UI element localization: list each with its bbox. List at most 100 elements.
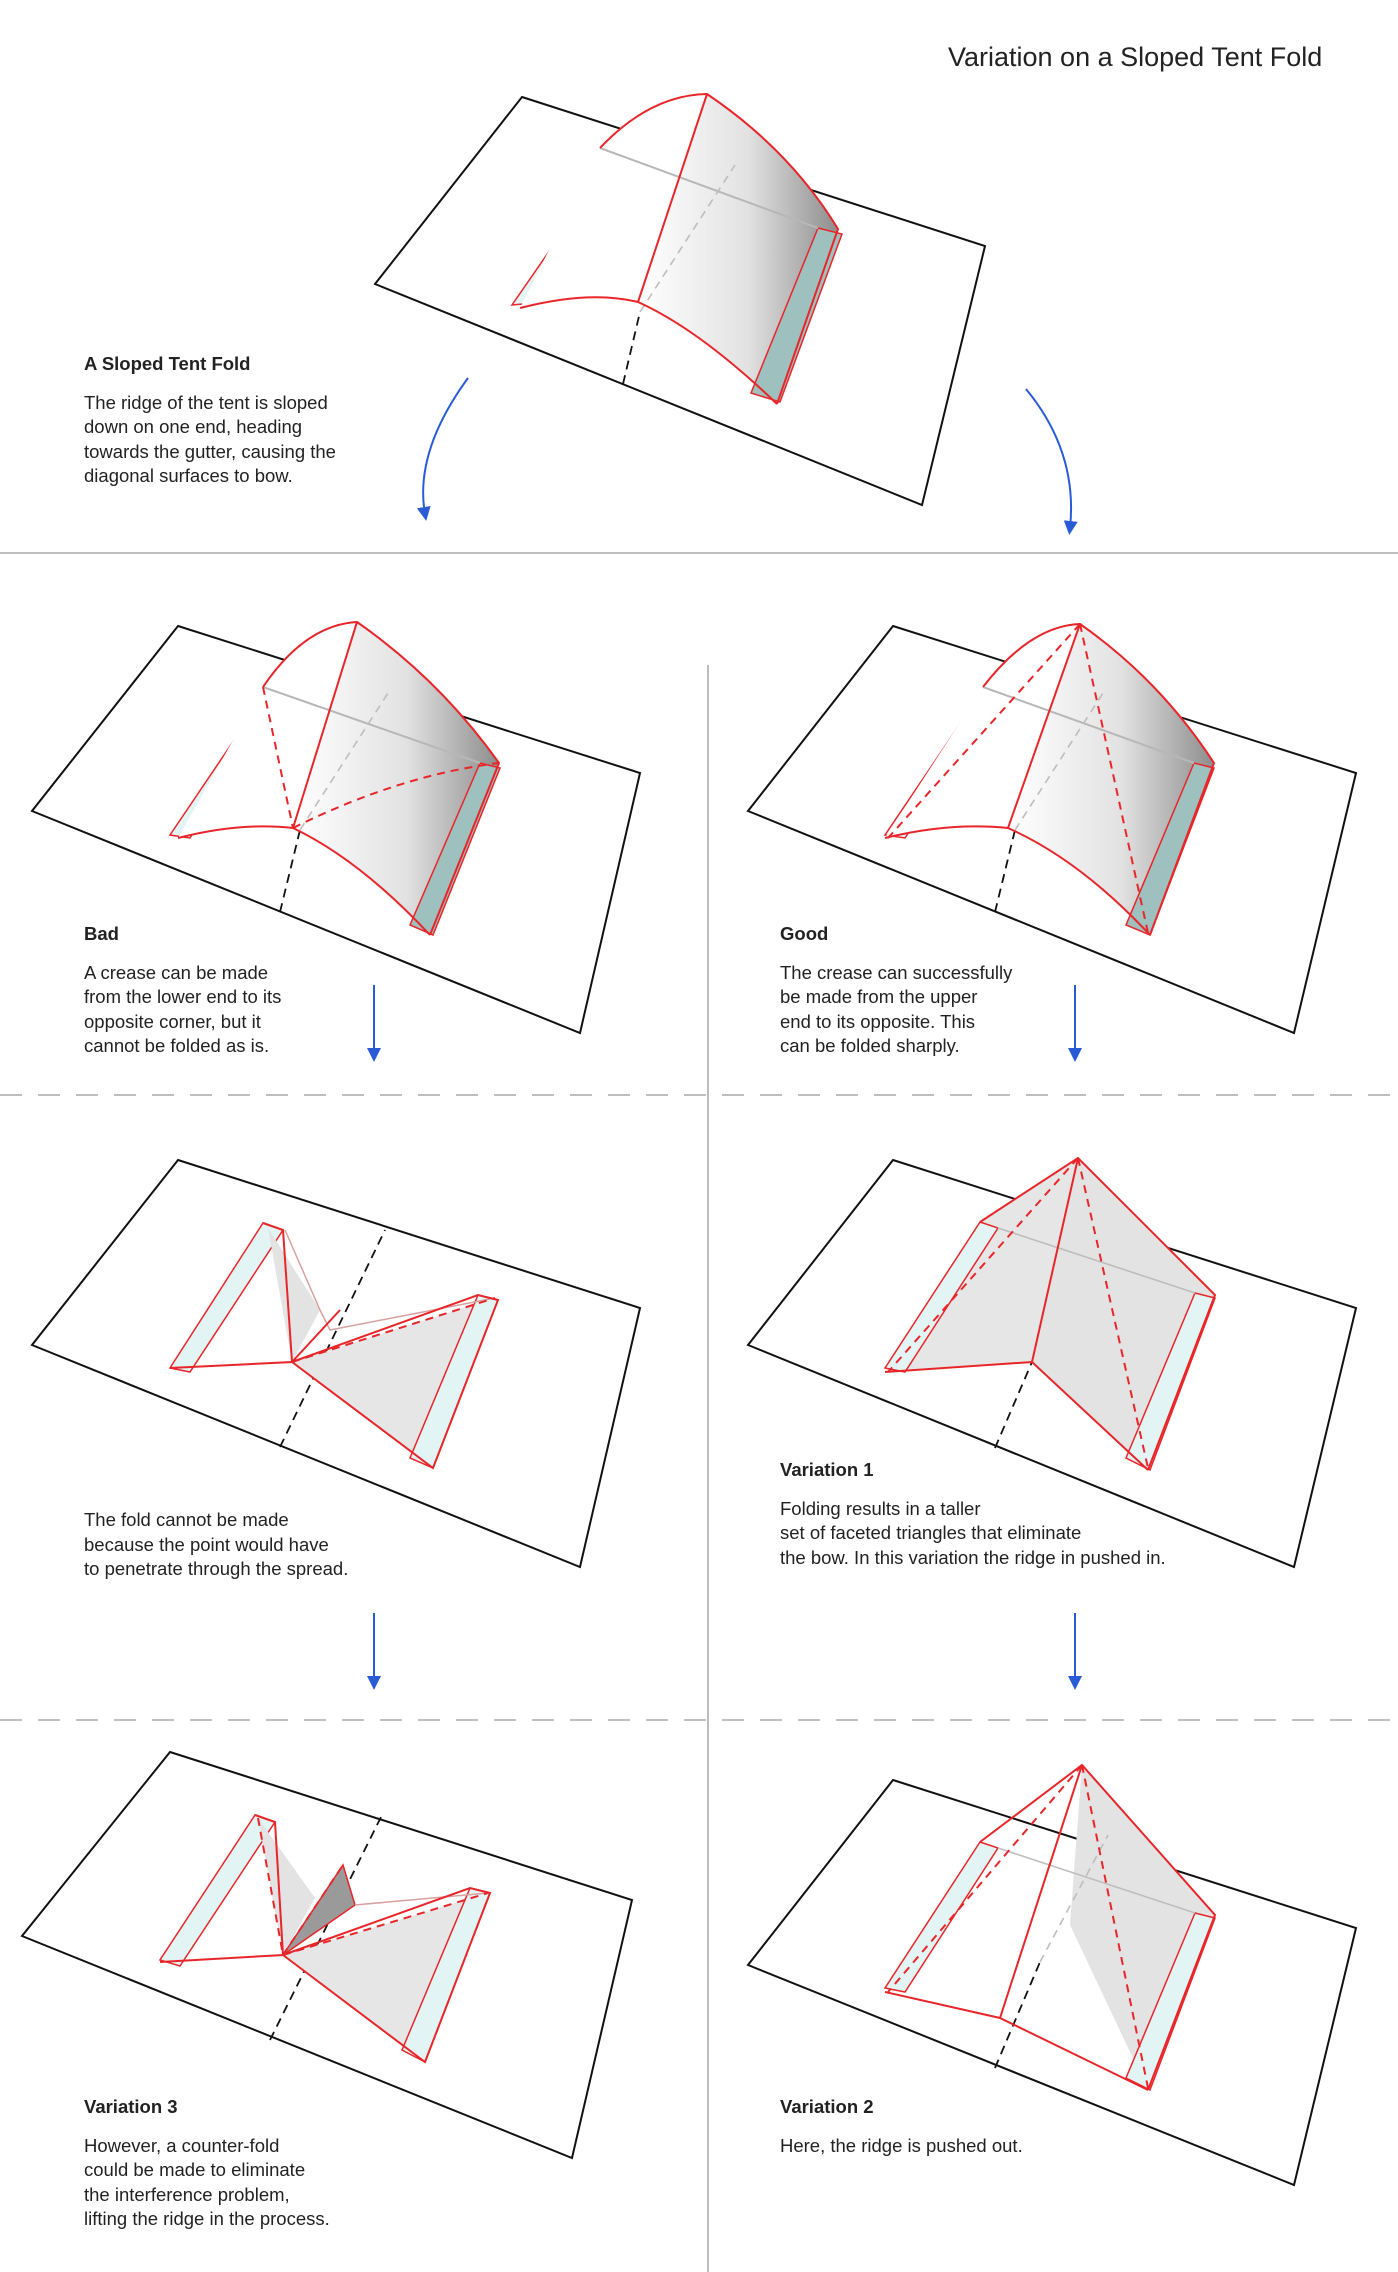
diagram-variation-3	[20, 1750, 634, 2160]
arrow-curve-right	[1025, 388, 1078, 535]
crease-dashed-left	[887, 1764, 1083, 1993]
caption-body: A crease can be made from the lower end …	[84, 961, 282, 1057]
caption-cannot: The fold cannot be made because the poin…	[84, 1508, 348, 1582]
left-bow-surface	[520, 94, 707, 308]
front-bow-edge	[177, 825, 431, 936]
spread-page	[20, 1750, 634, 2160]
crease-dashed-diagonal	[292, 762, 500, 829]
right-tab	[749, 227, 843, 403]
right-tab	[1125, 1292, 1216, 1472]
hidden-ridge	[997, 1847, 1196, 1914]
left-facet	[268, 1228, 320, 1362]
left-bow-surface	[178, 622, 357, 838]
separators	[0, 552, 1398, 2272]
front-edge	[291, 1293, 500, 1470]
spread-page	[373, 95, 987, 507]
left-tab	[883, 1221, 1000, 1373]
caption-heading: Variation 3	[84, 2096, 178, 2117]
outer-edge	[982, 622, 1216, 936]
caption-heading: Variation 2	[780, 2096, 874, 2117]
caption-body: Here, the ridge is pushed out.	[780, 2134, 1023, 2156]
crease-dashed-diagonal	[282, 1892, 489, 1956]
diagram-variation-2	[746, 1763, 1358, 2187]
outer-edge	[979, 1156, 1217, 1471]
gutter-dashed	[994, 829, 1016, 913]
hidden-gutter	[1039, 1834, 1109, 1963]
front-edge	[884, 1360, 1149, 1471]
diagram-cannot	[30, 1158, 642, 1569]
point-edge	[291, 1309, 341, 1363]
right-tab	[409, 762, 502, 936]
caption-heading: Bad	[84, 923, 119, 944]
caption-heading: Variation 1	[780, 1459, 874, 1480]
gutter-dashed	[279, 1229, 386, 1448]
ridge-crease	[1031, 1157, 1079, 1363]
front-bow-edge	[519, 296, 778, 405]
ridge-crease	[999, 1764, 1083, 2019]
left-tab	[158, 1814, 277, 1967]
hidden-ridge	[982, 686, 1195, 764]
caption-body: The crease can successfully be made from…	[780, 961, 1013, 1057]
caption-body: The ridge of the tent is sloped down on …	[84, 391, 336, 487]
outer-edge	[262, 620, 501, 936]
front-bow-edge	[884, 825, 1151, 936]
spread-page	[746, 1158, 1358, 1569]
front-edge	[884, 1991, 1149, 2091]
right-tab	[1125, 1912, 1216, 2092]
caption-bad: Bad A crease can be made from the lower …	[84, 922, 281, 1059]
left-tab	[168, 1222, 285, 1373]
spread-page	[30, 624, 642, 1035]
page-title: Variation on a Sloped Tent Fold	[948, 42, 1323, 72]
crease-dashed-right	[1079, 623, 1149, 934]
diagram-variation-1	[746, 1156, 1358, 1569]
ridge-crease	[637, 93, 708, 303]
hidden-ridge	[262, 686, 481, 764]
crease-dashed-left	[887, 1157, 1079, 1373]
outer-edge	[169, 1222, 294, 1369]
gutter-dashed	[994, 1961, 1041, 2069]
crease-dashed-left	[257, 1817, 284, 1956]
caption-body: The fold cannot be made because the poin…	[84, 1509, 349, 1579]
caption-good: Good The crease can successfully be made…	[780, 922, 1012, 1059]
crease-dashed-right	[1077, 1157, 1149, 1469]
diagram-bad	[30, 620, 642, 1035]
hidden-ridge	[599, 147, 819, 229]
hidden-ridge	[354, 1892, 489, 1906]
caption-body: However, a counter-fold could be made to…	[84, 2134, 330, 2230]
front-edge	[282, 1886, 492, 2064]
caption-variation-2: Variation 2 Here, the ridge is pushed ou…	[780, 2095, 1023, 2158]
ridge-crease	[1007, 623, 1081, 829]
counter-fold-facet	[282, 1863, 356, 1956]
ridge-crease	[292, 621, 358, 829]
left-facet	[258, 1818, 315, 1955]
caption-sloped-tent: A Sloped Tent Fold The ridge of the tent…	[84, 352, 336, 489]
crease-dashed-diagonal	[291, 1297, 496, 1363]
gutter-dashed	[994, 1361, 1033, 1449]
gutter-dashed	[269, 1814, 383, 2041]
counter-fold-dashed	[282, 1864, 344, 1956]
hidden-ridge	[997, 1227, 1196, 1294]
caption-heading: Good	[780, 923, 829, 944]
diagram-good	[746, 622, 1358, 1035]
diagram-sloped-tent	[373, 92, 987, 507]
caption-heading: A Sloped Tent Fold	[84, 353, 251, 374]
hidden-ridge	[284, 1229, 496, 1331]
caption-variation-1: Variation 1 Folding results in a taller …	[780, 1458, 1166, 1570]
outer-edge	[159, 1814, 285, 1963]
caption-body: Folding results in a taller set of facet…	[780, 1497, 1166, 1568]
arrow-curve-left	[416, 377, 469, 521]
outer-edge	[979, 1763, 1217, 2091]
flow-arrows	[367, 377, 1082, 1690]
left-tab	[883, 1841, 1000, 1993]
hidden-gutter	[639, 164, 736, 313]
outer-edge	[599, 92, 840, 405]
gutter-dashed	[279, 829, 301, 913]
crease-dashed-left	[262, 686, 294, 829]
spread-page	[30, 1158, 642, 1569]
gutter-dashed	[622, 311, 641, 385]
caption-variation-3: Variation 3 However, a counter-fold coul…	[84, 2095, 330, 2232]
spread-page	[746, 624, 1358, 1035]
crease-dashed-left	[887, 623, 1081, 839]
spread-page	[746, 1778, 1358, 2187]
